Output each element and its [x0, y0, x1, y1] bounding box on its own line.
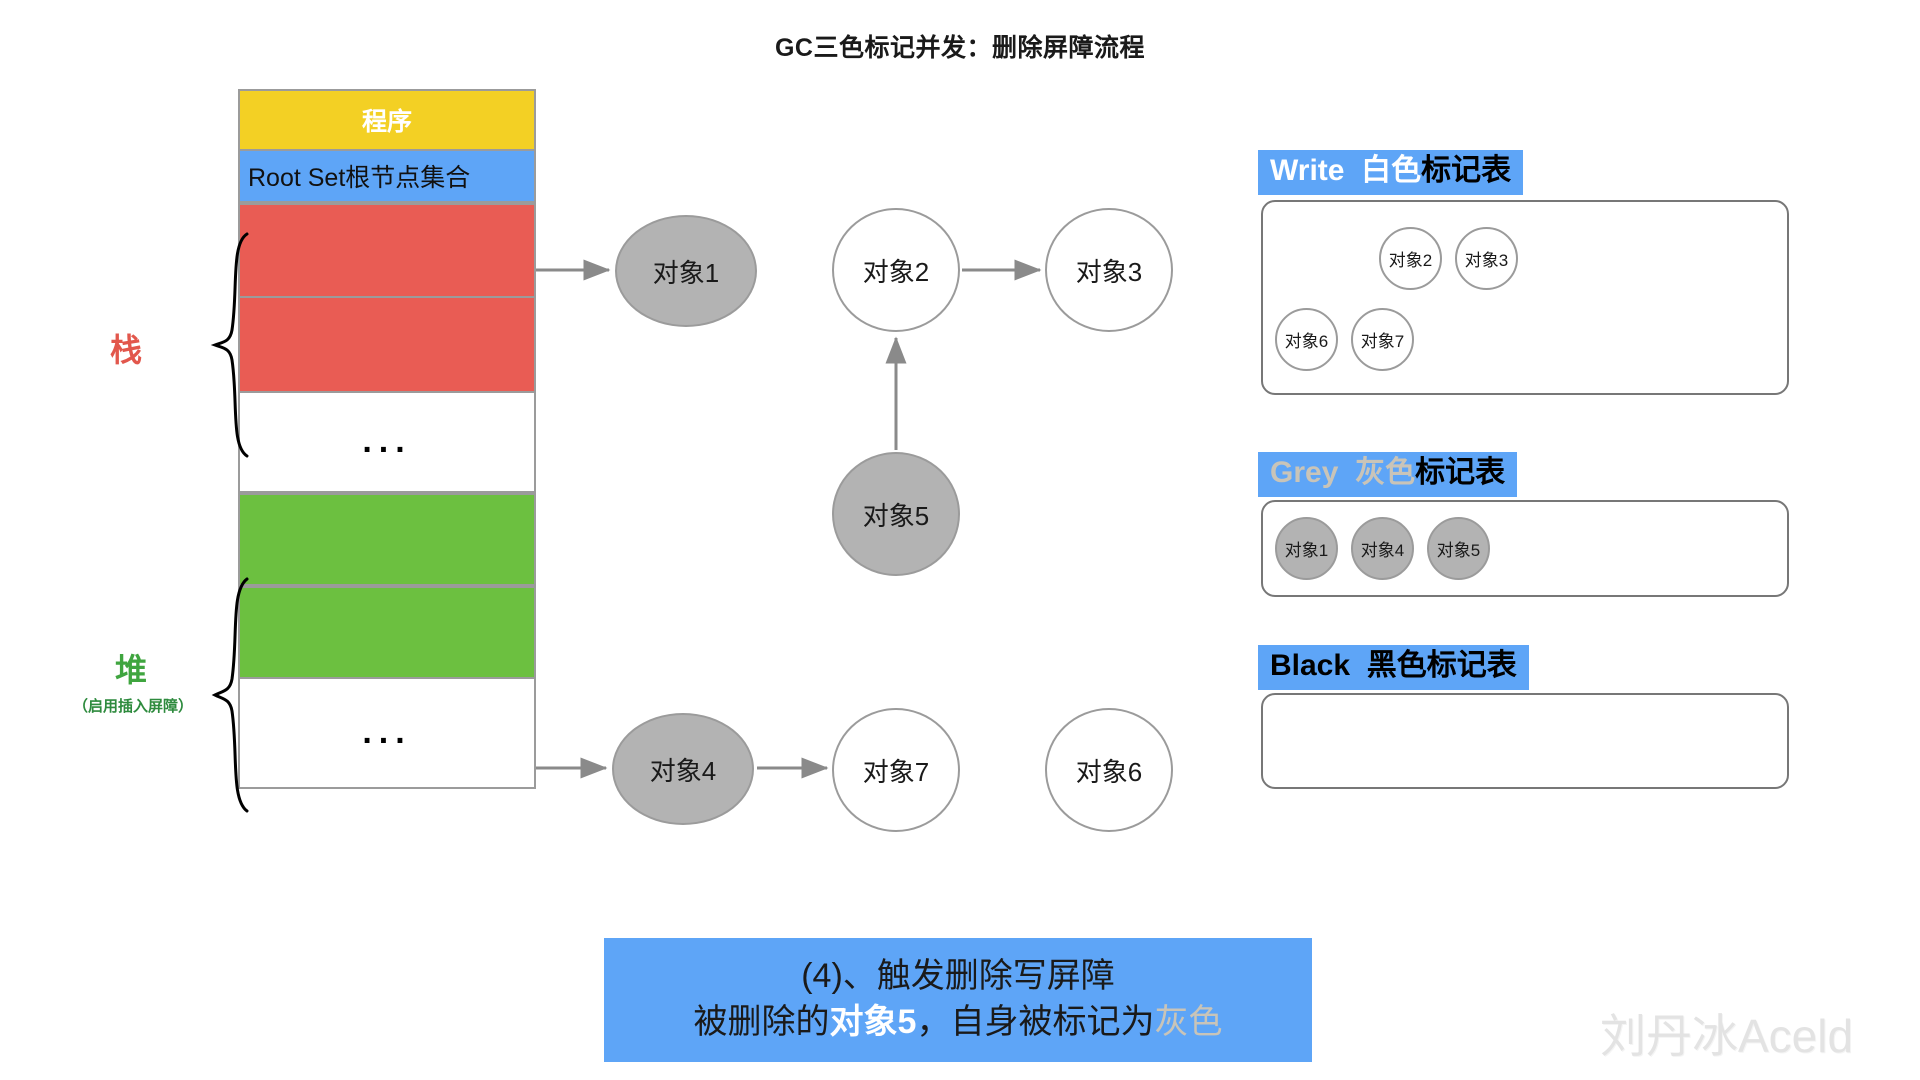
heap-sublabel: （启用插入屏障）	[72, 698, 193, 715]
white-table-header-color: 白色	[1361, 154, 1422, 187]
white-table-body: 对象2 对象3 对象6 对象7	[1261, 200, 1789, 395]
caption-line2-highlight: 对象5	[829, 1003, 917, 1041]
white-table-header-tail: 标记表	[1421, 154, 1512, 187]
white-table-header-en: Write	[1270, 154, 1345, 187]
watermark: 刘丹冰Aceld	[1600, 1010, 1854, 1062]
caption-line-1: (4)、触发删除写屏障	[801, 957, 1115, 996]
graph-node-obj2[interactable]: 对象2	[832, 208, 960, 332]
grey-table-header-color: 灰色	[1355, 456, 1416, 489]
black-table-body	[1261, 693, 1789, 789]
heap-label: 堆	[114, 652, 147, 688]
grey-table-body: 对象1 对象4 对象5	[1261, 500, 1789, 597]
heap-block-1	[238, 493, 536, 586]
program-label: 程序	[361, 108, 412, 136]
white-chip-obj6[interactable]: 对象6	[1275, 308, 1338, 371]
caption-box: (4)、触发删除写屏障 被删除的对象5，自身被标记为灰色	[604, 938, 1312, 1062]
graph-node-obj1[interactable]: 对象1	[615, 215, 757, 327]
stack-brace	[210, 232, 249, 458]
white-chip-obj2[interactable]: 对象2	[1379, 227, 1442, 290]
black-table-header-en: Black	[1270, 649, 1351, 682]
white-chip-obj3[interactable]: 对象3	[1455, 227, 1518, 290]
caption-line-2: 被删除的对象5，自身被标记为灰色	[694, 1000, 1223, 1046]
white-chip-obj7[interactable]: 对象7	[1351, 308, 1414, 371]
grey-table-header-tail: 标记表	[1415, 456, 1506, 489]
white-table-header: Write 白色标记表	[1258, 150, 1524, 195]
heap-brace	[211, 577, 249, 813]
black-table-header-color: 黑色	[1366, 649, 1427, 682]
page-title: GC三色标记并发：删除屏障流程	[774, 34, 1145, 62]
grey-chip-obj5[interactable]: 对象5	[1427, 517, 1490, 580]
memory-block-root-set: Root Set根节点集合	[238, 151, 536, 203]
grey-table-header-en: Grey	[1270, 456, 1339, 489]
graph-node-obj4[interactable]: 对象4	[612, 713, 754, 825]
stack-frame-2	[238, 298, 536, 393]
root-set-label: Root Set根节点集合	[248, 164, 471, 192]
caption-line2-tail: 灰色	[1154, 1003, 1223, 1041]
grey-table-header: Grey 灰色标记表	[1258, 452, 1518, 497]
memory-block-program: 程序	[238, 89, 536, 151]
grey-chip-obj4[interactable]: 对象4	[1351, 517, 1414, 580]
stack-frame-1	[238, 203, 536, 298]
caption-line2-pre: 被删除的	[693, 1003, 830, 1041]
grey-chip-obj1[interactable]: 对象1	[1275, 517, 1338, 580]
heap-ellipsis: ...	[362, 713, 412, 752]
black-table-header-tail: 标记表	[1426, 649, 1517, 682]
stack-ellipsis: ...	[362, 422, 412, 461]
graph-node-obj3[interactable]: 对象3	[1045, 208, 1173, 332]
graph-node-obj5[interactable]: 对象5	[832, 452, 960, 576]
graph-node-obj6[interactable]: 对象6	[1045, 708, 1173, 832]
heap-ellipsis-block: ...	[238, 679, 536, 789]
stack-ellipsis-block: ...	[238, 393, 536, 493]
stack-label: 栈	[110, 332, 143, 368]
black-table-header: Black 黑色标记表	[1258, 645, 1529, 690]
heap-block-2	[238, 586, 536, 679]
caption-line2-mid: ，自身被标记为	[916, 1003, 1155, 1041]
memory-column: 程序 Root Set根节点集合 ... ...	[238, 89, 536, 789]
graph-node-obj7[interactable]: 对象7	[832, 708, 960, 832]
